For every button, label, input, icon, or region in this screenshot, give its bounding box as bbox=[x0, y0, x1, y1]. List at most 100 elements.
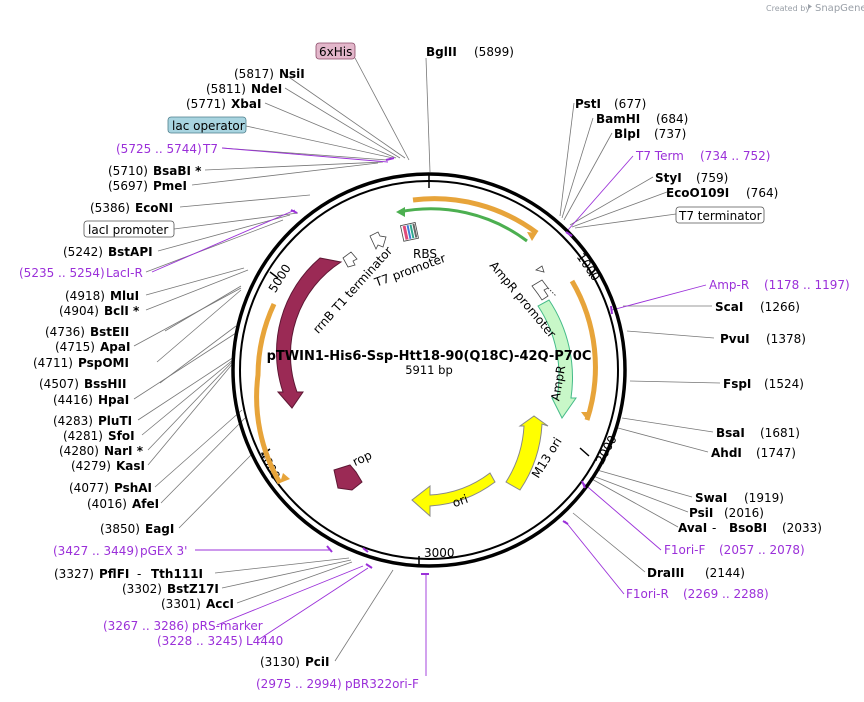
ampr-promoter-feature bbox=[531, 279, 549, 301]
m13-ori-feature bbox=[505, 415, 549, 491]
enzyme-bipi-pos: (737) bbox=[654, 127, 686, 141]
enzyme-xbai: XbaI bbox=[231, 97, 261, 111]
primer-pgex3-range: (3427 .. 3449) bbox=[53, 544, 139, 558]
enzyme-ecoo109i-pos: (764) bbox=[746, 186, 778, 200]
enzyme-bstapi-pos: (5242) bbox=[63, 245, 103, 259]
plasmid-name: pTWIN1-His6-Ssp-Htt18-90(Q18C)-42Q-P70C bbox=[267, 349, 592, 364]
enzyme-bsshii-pos: (4507) bbox=[39, 377, 79, 391]
primer-pbr322-name: pBR322ori-F bbox=[345, 677, 419, 691]
enzyme-bipi: BlpI bbox=[614, 127, 640, 141]
rop-feature bbox=[333, 464, 363, 491]
enzyme-econi: EcoNI bbox=[135, 201, 173, 215]
enzyme-apai-pos: (4715) bbox=[55, 340, 95, 354]
enzyme-bsteii-pos: (4736) bbox=[45, 325, 85, 339]
left-enzyme-labels: BglII (5899) (5817) NsiI (5811) NdeI (57… bbox=[19, 45, 514, 691]
enzyme-hpai: HpaI bbox=[98, 393, 129, 407]
laci-label: lacI bbox=[299, 303, 319, 327]
enzyme-acci-pos: (3301) bbox=[161, 597, 201, 611]
enzyme-swai: SwaI bbox=[695, 491, 727, 505]
enzyme-avai: AvaI bbox=[678, 521, 707, 535]
enzyme-styi: StyI bbox=[655, 171, 682, 185]
snapgene-logo-icon bbox=[808, 4, 812, 9]
enzyme-pluti-pos: (4283) bbox=[53, 414, 93, 428]
ampr-promoter-label: AmpR promoter bbox=[487, 259, 559, 341]
enzyme-pmei-pos: (5697) bbox=[108, 179, 148, 193]
enzyme-bcli-pos: (4904) bbox=[59, 304, 99, 318]
enzyme-bsai-pos: (1681) bbox=[760, 426, 800, 440]
enzyme-psti: PstI bbox=[575, 97, 601, 111]
orange-arcs bbox=[254, 196, 598, 485]
enzyme-bsai: BsaI bbox=[716, 426, 745, 440]
enzyme-pflfi-pos: (3327) bbox=[54, 567, 94, 581]
primer-pbr322-range: (2975 .. 2994) bbox=[256, 677, 342, 691]
primer-f1orif-range: (2057 .. 2078) bbox=[719, 543, 805, 557]
enzyme-ahdi: AhdI bbox=[711, 446, 742, 460]
laci-promoter-label: lacI promoter bbox=[88, 223, 168, 237]
enzyme-bstz17i-pos: (3302) bbox=[122, 582, 162, 596]
rrnb-feature bbox=[342, 251, 358, 268]
rbs-label: RBS bbox=[413, 247, 437, 261]
primer-t7term-range: (734 .. 752) bbox=[700, 149, 770, 163]
enzyme-psii-pos: (2016) bbox=[724, 506, 764, 520]
enzyme-fspi: FspI bbox=[723, 377, 751, 391]
leader-lines bbox=[133, 57, 721, 662]
enzyme-econi-pos: (5386) bbox=[90, 201, 130, 215]
ampr-promoter-dash bbox=[547, 287, 557, 297]
primer-prsmarker-range: (3267 .. 3286) bbox=[103, 619, 189, 633]
right-enzyme-labels: PstI (677) BamHI (684) BlpI (737) T7 Ter… bbox=[575, 97, 850, 601]
enzyme-apai: ApaI bbox=[100, 340, 130, 354]
enzyme-sfoi: SfoI bbox=[108, 429, 135, 443]
enzyme-scai-pos: (1266) bbox=[760, 300, 800, 314]
primer-ampr-range: (1178 .. 1197) bbox=[764, 278, 850, 292]
t7-terminator-box bbox=[675, 206, 765, 224]
enzyme-bglii-pos: (5899) bbox=[474, 45, 514, 59]
enzyme-bstz17i: BstZ17I bbox=[167, 582, 219, 596]
credit-prefix: Created by bbox=[766, 4, 810, 13]
enzyme-pspomi-pos: (4711) bbox=[33, 356, 73, 370]
enzyme-fspi-pos: (1524) bbox=[764, 377, 804, 391]
enzyme-kasi: KasI bbox=[116, 459, 145, 473]
enzyme-ecoo109i: EcoO109I bbox=[666, 186, 729, 200]
enzyme-ndei: NdeI bbox=[251, 82, 282, 96]
primer-leaders bbox=[151, 147, 707, 676]
enzyme-pcii: PciI bbox=[305, 655, 330, 669]
enzyme-bamhi: BamHI bbox=[596, 112, 640, 126]
enzyme-pspomi: PspOMI bbox=[78, 356, 129, 370]
primer-f1orif-name: F1ori-F bbox=[664, 543, 705, 557]
enzyme-pflfi: PflFI bbox=[99, 567, 129, 581]
enzyme-mlui-pos: (4918) bbox=[65, 289, 105, 303]
enzyme-bcli: BclI * bbox=[104, 304, 140, 318]
primer-t7-name: T7 bbox=[202, 142, 218, 156]
credit-brand: SnapGene bbox=[815, 3, 864, 14]
enzyme-psti-pos: (677) bbox=[614, 97, 646, 111]
enzyme-pluti: PluTI bbox=[98, 414, 132, 428]
primer-ticks bbox=[290, 157, 613, 575]
t7-terminator-label: T7 terminator bbox=[678, 209, 762, 223]
rbs-cassette bbox=[400, 222, 419, 242]
enzyme-bsshii: BssHII bbox=[84, 377, 126, 391]
rop-label: rop bbox=[350, 448, 374, 469]
enzyme-bsobi: BsoBI bbox=[729, 521, 767, 535]
enzyme-pvui-pos: (1378) bbox=[766, 332, 806, 346]
tick-label-3000: 3000 bbox=[424, 546, 455, 560]
enzyme-nari: NarI * bbox=[104, 444, 144, 458]
enzyme-xbai-pos: (5771) bbox=[186, 97, 226, 111]
enzyme-bsabi-pos: (5710) bbox=[108, 164, 148, 178]
enzyme-bsteii: BstEII bbox=[90, 325, 129, 339]
enzyme-ahdi-pos: (1747) bbox=[756, 446, 796, 460]
tick-label-1000: 1000 bbox=[574, 250, 603, 283]
enzyme-ndei-pos: (5811) bbox=[206, 82, 246, 96]
enzyme-hpai-pos: (4416) bbox=[53, 393, 93, 407]
ampr-promoter-small bbox=[535, 265, 545, 273]
plasmid-length: 5911 bp bbox=[405, 363, 453, 377]
enzyme-acci: AccI bbox=[206, 597, 234, 611]
ori-feature bbox=[411, 472, 496, 518]
lac-operator-label: lac operator bbox=[172, 119, 245, 133]
tick-label-2000: 2000 bbox=[593, 433, 620, 467]
primer-t7term-name: T7 Term bbox=[635, 149, 684, 163]
enzyme-avai-pos: (2033) bbox=[782, 521, 822, 535]
primer-l4440-name: L4440 bbox=[246, 634, 283, 648]
tick-marks bbox=[261, 174, 598, 565]
enzyme-draiii: DraIII bbox=[647, 566, 684, 580]
